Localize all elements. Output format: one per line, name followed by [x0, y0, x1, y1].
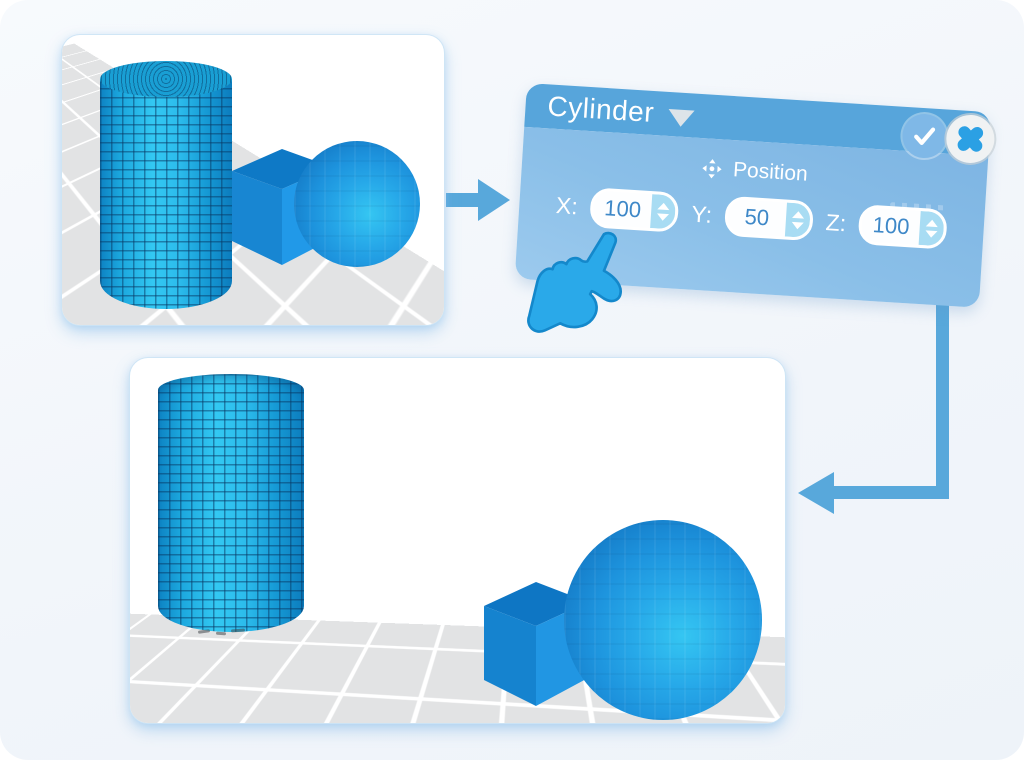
panel-body: Position X: 100 Y: 50	[514, 126, 989, 308]
increment-icon[interactable]	[926, 219, 939, 228]
cylinder-shape-raised[interactable]	[158, 374, 304, 632]
decrement-icon[interactable]	[925, 230, 938, 239]
x-axis-label: X:	[555, 191, 579, 219]
arrow-right-icon	[478, 179, 510, 221]
chevron-down-icon[interactable]	[667, 108, 695, 128]
scene-after	[130, 358, 785, 723]
position-section-header: Position	[522, 127, 989, 198]
decrement-icon[interactable]	[791, 221, 804, 230]
z-position-value[interactable]: 100	[861, 207, 922, 245]
shape-properties-panel: Cylinder Position X: 10	[514, 83, 996, 308]
y-position-value[interactable]: 50	[726, 198, 787, 237]
elbow-connector-vertical	[936, 290, 949, 490]
cylinder-body	[158, 374, 304, 632]
z-position-stepper[interactable]: 100	[857, 204, 949, 250]
x-position-stepper[interactable]: 100	[589, 187, 680, 233]
cylinder-top-face	[100, 61, 232, 97]
cylinder-body	[100, 79, 232, 309]
y-position-stepper[interactable]: 50	[723, 195, 815, 242]
position-label: Position	[732, 158, 809, 186]
cylinder-shape[interactable]	[100, 61, 232, 309]
increment-icon[interactable]	[657, 202, 671, 211]
decrement-icon[interactable]	[657, 213, 670, 222]
hand-pointer-icon	[527, 231, 622, 333]
sphere-shape[interactable]	[564, 520, 762, 720]
y-axis-label: Y:	[690, 200, 713, 228]
arrow-left-icon	[798, 472, 834, 514]
increment-icon[interactable]	[791, 210, 805, 219]
sphere-shape[interactable]	[294, 141, 420, 267]
z-axis-label: Z:	[824, 208, 847, 236]
panel-title: Cylinder	[546, 90, 656, 129]
confirm-button[interactable]	[901, 112, 948, 160]
elbow-connector-horizontal	[832, 486, 949, 499]
arrow-right-shaft	[446, 193, 480, 207]
x-position-value[interactable]: 100	[592, 190, 653, 229]
check-icon	[914, 127, 936, 146]
scene-before	[62, 35, 444, 325]
move-icon	[702, 159, 722, 179]
